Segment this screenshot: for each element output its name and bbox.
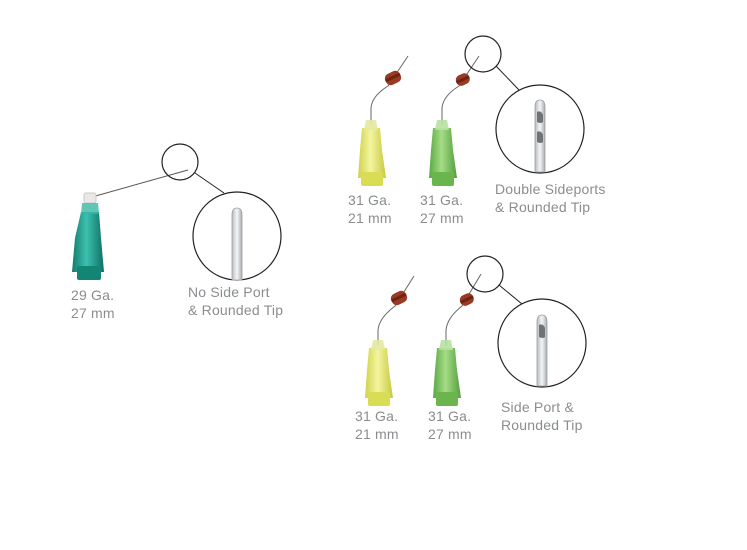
needle-shaft	[91, 169, 189, 198]
needle-shaft	[445, 273, 482, 346]
tip-text-line1: Side Port &	[501, 399, 575, 415]
tip-label-side-port: Side Port & Rounded Tip	[501, 398, 583, 434]
length-text: 27 mm	[71, 305, 115, 321]
callout-line	[495, 65, 520, 91]
hub-green	[429, 128, 457, 178]
hub-yellow	[365, 348, 393, 398]
needle-31ga-21mm-c	[365, 275, 415, 406]
length-text: 21 mm	[355, 426, 399, 442]
gauge-text: 31 Ga.	[348, 192, 392, 208]
tip-no-side-port	[231, 207, 243, 281]
needle-label-29ga: 29 Ga. 27 mm	[71, 286, 115, 322]
length-text: 27 mm	[420, 210, 464, 226]
tip-side-port	[536, 314, 548, 387]
needle-29ga	[72, 169, 189, 280]
stopper	[384, 70, 402, 86]
needle-label-31ga-21mm-a: 31 Ga. 21 mm	[348, 191, 392, 227]
stopper	[455, 73, 470, 86]
tip-label-double-sideports: Double Sideports & Rounded Tip	[495, 180, 606, 216]
needle-31ga-27mm-d	[433, 273, 482, 406]
needle-label-31ga-27mm-b: 31 Ga. 27 mm	[420, 191, 464, 227]
tip-text-line2: Rounded Tip	[501, 417, 583, 433]
tip-callout-small	[464, 35, 502, 73]
hub-teal	[72, 212, 104, 272]
stopper	[390, 290, 408, 306]
length-text: 21 mm	[348, 210, 392, 226]
length-text: 27 mm	[428, 426, 472, 442]
needle-shaft	[370, 55, 409, 124]
tip-callout-small	[466, 255, 504, 293]
tip-text-line2: & Rounded Tip	[495, 199, 591, 215]
hub-base	[77, 266, 101, 280]
callout-line	[498, 284, 523, 305]
needle-label-31ga-27mm-d: 31 Ga. 27 mm	[428, 407, 472, 443]
callout-line	[194, 172, 225, 194]
tip-callout-small	[161, 143, 199, 181]
tip-text-line1: Double Sideports	[495, 181, 606, 197]
gauge-text: 31 Ga.	[428, 408, 472, 424]
tip-label-no-side-port: No Side Port & Rounded Tip	[188, 283, 283, 319]
needle-shaft	[441, 55, 480, 124]
needle-31ga-27mm-b	[429, 55, 480, 186]
tip-text-line1: No Side Port	[188, 284, 270, 300]
needle-31ga-21mm-a	[358, 55, 409, 186]
tip-double-sideports	[534, 99, 546, 173]
gauge-text: 29 Ga.	[71, 287, 115, 303]
needle-shaft	[377, 275, 415, 345]
needle-cap	[83, 192, 97, 204]
gauge-text: 31 Ga.	[420, 192, 464, 208]
stopper	[459, 293, 474, 306]
gauge-text: 31 Ga.	[355, 408, 399, 424]
needle-label-31ga-21mm-c: 31 Ga. 21 mm	[355, 407, 399, 443]
tip-text-line2: & Rounded Tip	[188, 302, 284, 318]
hub-yellow	[358, 128, 386, 178]
hub-green	[433, 348, 461, 398]
